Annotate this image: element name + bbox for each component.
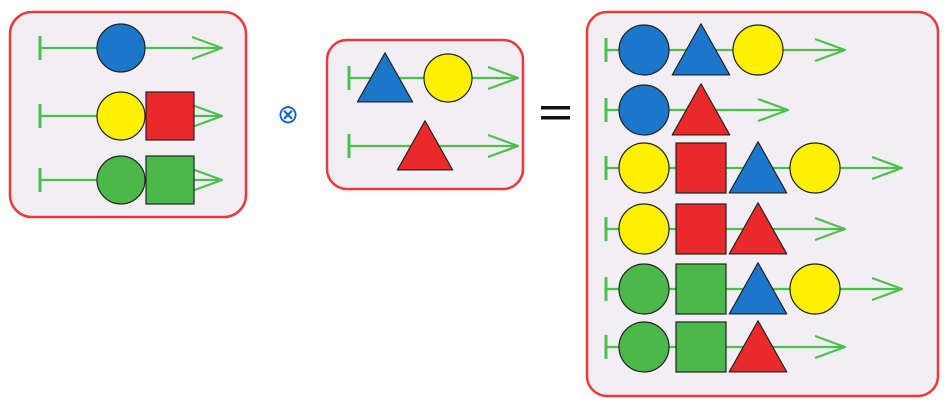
red-square-mark bbox=[675, 203, 727, 255]
red-square-mark bbox=[675, 142, 727, 194]
result-set bbox=[604, 23, 904, 373]
blue-triangle-mark bbox=[356, 52, 414, 103]
sequence-row bbox=[604, 83, 790, 136]
yellow-circle-mark bbox=[789, 263, 841, 315]
sequence-row bbox=[604, 320, 847, 373]
sequence-arrowhead bbox=[757, 97, 790, 123]
sequence-row bbox=[604, 202, 847, 255]
left-set bbox=[38, 23, 224, 205]
yellow-circle-mark bbox=[618, 203, 670, 255]
yellow-circle-mark bbox=[618, 142, 670, 194]
sequence-arrowhead bbox=[814, 334, 847, 360]
blue-triangle-mark bbox=[728, 141, 788, 194]
green-circle-mark bbox=[618, 263, 670, 315]
sequence-row bbox=[604, 141, 904, 194]
red-square-mark bbox=[145, 91, 195, 141]
red-triangle-mark bbox=[728, 202, 788, 255]
blue-circle-mark bbox=[96, 23, 146, 73]
sequence-row bbox=[38, 23, 224, 73]
sequence-row bbox=[38, 91, 224, 141]
sequence-arrowhead bbox=[487, 65, 520, 91]
red-triangle-mark bbox=[396, 120, 454, 171]
sequence-row bbox=[604, 262, 904, 315]
green-square-mark bbox=[145, 155, 195, 205]
result-set-box bbox=[585, 10, 940, 398]
middle-set bbox=[347, 52, 520, 171]
blue-circle-mark bbox=[618, 24, 670, 76]
yellow-circle-mark bbox=[96, 91, 146, 141]
sequence-arrowhead bbox=[191, 35, 224, 61]
green-square-mark bbox=[675, 321, 727, 373]
equals-sign bbox=[541, 106, 570, 120]
green-circle-mark bbox=[96, 155, 146, 205]
yellow-circle-mark bbox=[732, 24, 784, 76]
red-triangle-mark bbox=[671, 83, 731, 136]
blue-triangle-mark bbox=[728, 262, 788, 315]
sequence-arrowhead bbox=[814, 37, 847, 63]
sequence-row bbox=[604, 23, 847, 76]
sequence-arrowhead bbox=[871, 276, 904, 302]
sequence-rows bbox=[38, 23, 904, 373]
equals-bar-bottom bbox=[541, 116, 570, 120]
sequence-arrowhead bbox=[191, 103, 224, 129]
product-operator: ⊗ bbox=[277, 100, 299, 130]
green-circle-mark bbox=[618, 321, 670, 373]
blue-triangle-mark bbox=[671, 23, 731, 76]
sequence-row bbox=[347, 120, 520, 171]
sequence-arrowhead bbox=[871, 155, 904, 181]
sequence-arrowhead bbox=[191, 167, 224, 193]
sequence-arrowhead bbox=[814, 216, 847, 242]
sequence-arrowhead bbox=[487, 133, 520, 159]
equals-bar-top bbox=[541, 106, 570, 110]
blue-circle-mark bbox=[618, 84, 670, 136]
green-square-mark bbox=[675, 263, 727, 315]
yellow-circle-mark bbox=[423, 53, 473, 103]
sequence-row bbox=[347, 52, 520, 103]
sequence-row bbox=[38, 155, 224, 205]
red-triangle-mark bbox=[728, 320, 788, 373]
yellow-circle-mark bbox=[789, 142, 841, 194]
